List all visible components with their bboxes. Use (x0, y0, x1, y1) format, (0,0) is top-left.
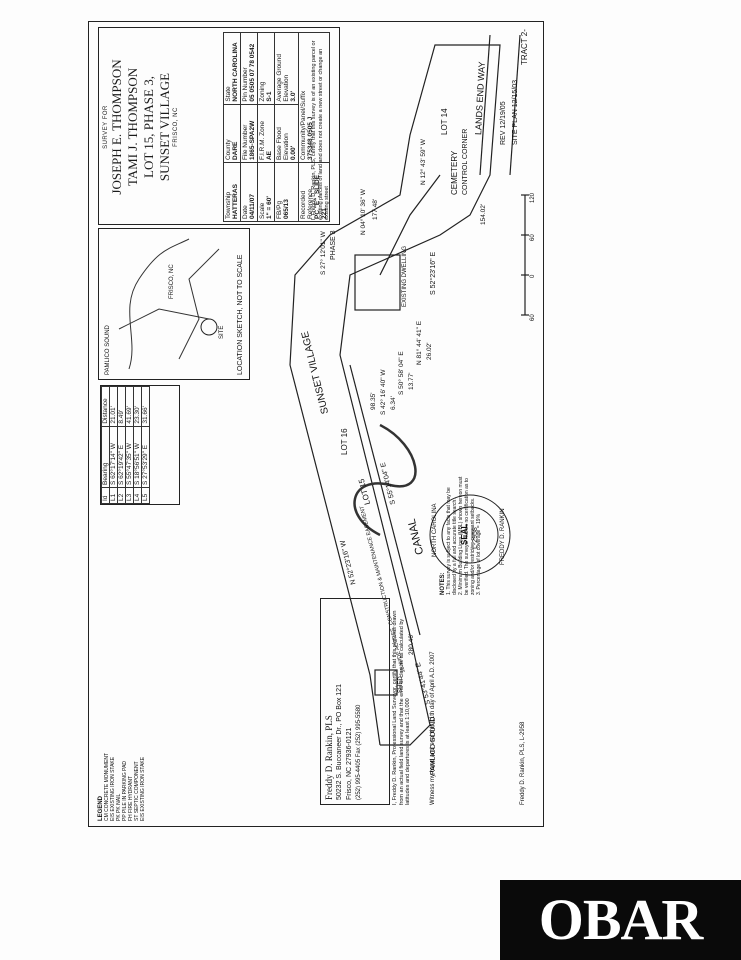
surveyor-info-box: Freddy D. Rankin, PLS 50232 S. Buccaneer… (320, 598, 390, 805)
shed-outline (374, 669, 398, 696)
survey-plat-sheet: SURVEY FOR JOSEPH E. THOMPSON TAMI J. TH… (80, 15, 550, 835)
road-line-1 (479, 34, 491, 176)
label-lot-14: LOT 14 (440, 108, 449, 135)
note-item: 3. Percentage of lot coverage = 19% (476, 513, 482, 595)
note-item: 1. This survey is subject to any facts t… (446, 487, 458, 595)
label-rev-date: REV 12/19/05 (500, 101, 507, 145)
certification-note: I, Freddy D. Rankin, PLS, certify that t… (311, 40, 330, 220)
canal-line (349, 364, 421, 636)
surveyor-certification: I, Freddy D. Rankin, Professional Land S… (392, 610, 411, 805)
surveyor-phone: (252) 995-4405 Fax (252) 995-5580 (356, 704, 362, 800)
surveyor-city: Frisco, NC 27936-0121 (346, 727, 353, 800)
label-bearing-n12: N 12° 43' 59" W (420, 139, 427, 185)
label-dist-6: 6.34' (390, 396, 397, 410)
handwritten-mark (353, 423, 417, 537)
road-line-2 (509, 34, 521, 176)
surveyor-signature-line: Freddy D. Rankin, PLS, L-2958 (520, 721, 526, 805)
bearing-header-distance: Distance (101, 386, 110, 427)
seal-state: NORTH CAROLINA (432, 503, 438, 557)
note-item: 2. Minimum Building Lines (MBL) shown he… (458, 476, 476, 595)
label-bearing-s52: S 52°23'16" E (430, 251, 437, 295)
surveyor-witness: Witness my hand and seal this 11th day o… (430, 651, 436, 805)
existing-dwelling-outline (354, 254, 401, 311)
label-bearing-n04: N 04° 10' 36" W (360, 189, 367, 235)
label-tract: TRACT 2- (520, 29, 529, 65)
bearing-header-bearing: Bearing (101, 426, 110, 488)
surveyor-name: Freddy D. Rankin, PLS (324, 715, 334, 800)
label-dist-154: 154.02' (480, 203, 487, 225)
scale-tick-60a: 60 (530, 314, 536, 321)
label-bearing-n81: N 81° 44' 41" E (416, 320, 423, 365)
loc-pamlico-sound: PAMLICO SOUND (105, 325, 111, 375)
loc-site-label: SITE (219, 325, 225, 339)
bearing-header-id: Id (101, 487, 110, 504)
label-bearing-s50: S 50° 58' 04" E (398, 351, 405, 395)
label-lot-16: LOT 16 (340, 428, 349, 455)
label-bearing-s42: S 42° 16' 40" W (380, 369, 387, 415)
obar-logo: OBAR (500, 880, 741, 960)
location-sketch-map (118, 238, 220, 370)
label-phase-3: PHASE 3 (330, 230, 337, 260)
scale-tick-0: 0 (530, 274, 536, 278)
driveway-line (379, 174, 441, 276)
owner-2: TAMI J. THOMPSON (125, 67, 140, 187)
label-cemetery: CEMETERY (450, 150, 459, 195)
town-label: FRISCO, NC (173, 107, 179, 147)
subdivision-title: SUNSET VILLAGE (157, 72, 172, 182)
label-dist-98: 98.35' (370, 392, 377, 410)
label-dist-177: 177.48' (372, 198, 379, 220)
lot-boundary (289, 44, 501, 746)
notes-block: NOTES: 1. This survey is subject to any … (440, 475, 530, 595)
site-plan-drawing (289, 34, 529, 746)
legend-block: LEGEND CM CONCRETE MONUMENT EIS EXISTING… (98, 701, 248, 821)
lot-title: LOT 15, PHASE 3, (141, 76, 156, 178)
loc-frisco-label: FRISCO, NC (169, 264, 175, 299)
owner-1: JOSEPH E. THOMPSON (109, 59, 124, 195)
label-dist-26: 26.02' (426, 342, 433, 360)
label-dist-13: 13.77' (408, 372, 415, 390)
loc-caption: LOCATION SKETCH, NOT TO SCALE (237, 254, 244, 375)
label-bearing-s27: S 27° 12'01" W (320, 231, 327, 275)
label-existing-dwelling: EXISTING DWELLING (402, 245, 408, 307)
title-block: SURVEY FOR JOSEPH E. THOMPSON TAMI J. TH… (98, 27, 340, 225)
scale-tick-120: 120 (530, 192, 536, 203)
surveyor-seal (429, 494, 511, 576)
scale-tick-60b: 60 (530, 234, 536, 241)
legend-item: EIS EXISTING IRON STAKE (140, 756, 146, 821)
location-sketch: PAMLICO SOUND SITE FRISCO, NC LOCATION S… (98, 228, 250, 380)
surveyor-address: 50232 S. Buccaneer Dr., PO Box 121 (336, 684, 343, 800)
label-site-plan-date: SITE PLAN 12/15/03 (512, 80, 519, 145)
label-control-corner: CONTROL CORNER (462, 128, 469, 195)
